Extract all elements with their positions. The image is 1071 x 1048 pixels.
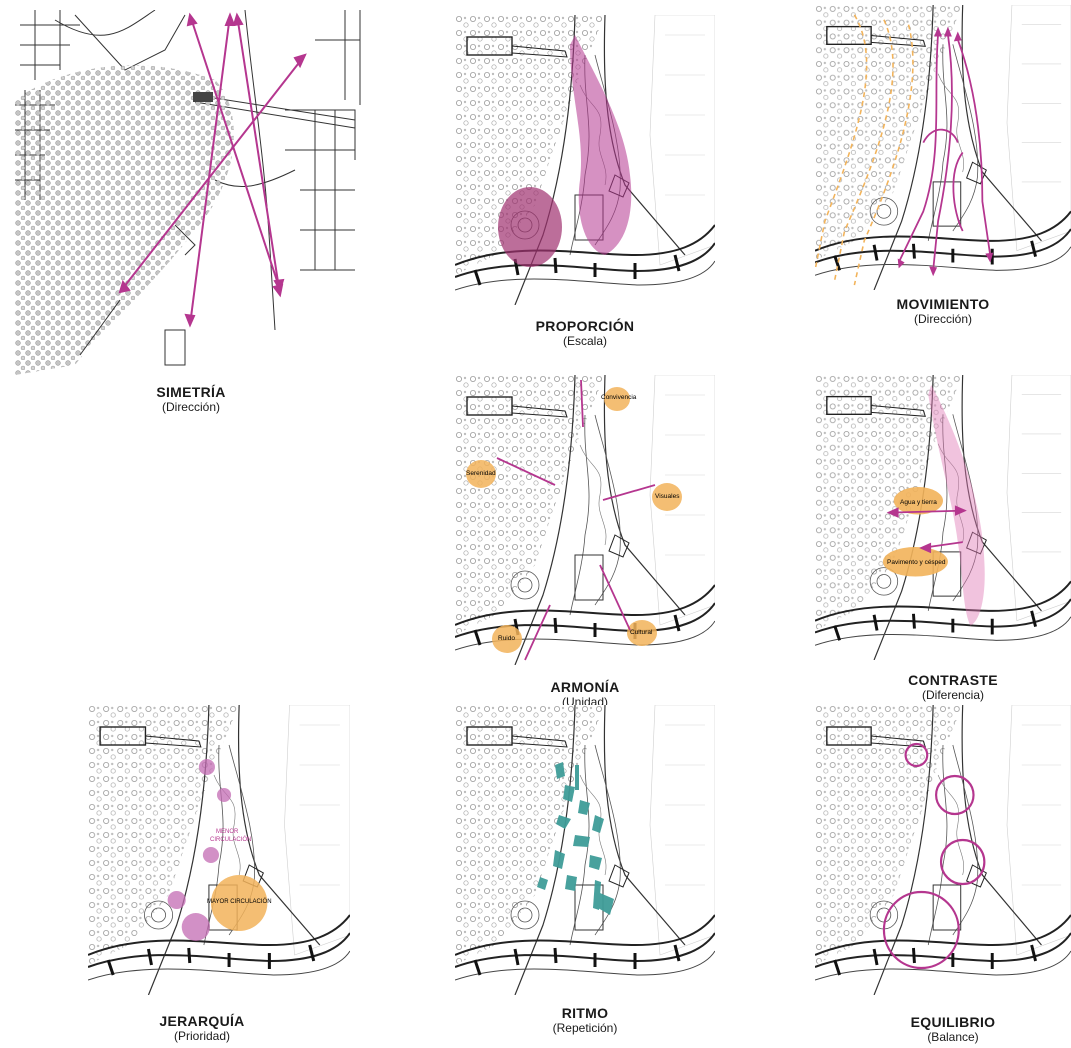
title-jerarquia: JERARQUÍA: [159, 1013, 245, 1029]
label-mayor-circulacion: MAYOR CIRCULACIÓN: [207, 899, 272, 905]
label-agua-y-tierra: Agua y tierra: [900, 499, 937, 506]
title-armonia: ARMONÍA: [550, 679, 620, 695]
subtitle-simetria: (Dirección): [161, 400, 220, 414]
subtitle-jerarquia: (Prioridad): [173, 1029, 230, 1043]
label-serenidad: Serenidad: [466, 470, 496, 477]
label-pavimento-y-cesped: Pavimento y césped: [887, 559, 946, 566]
map-contraste: Agua y tierra Pavimento y césped: [815, 375, 1071, 660]
map-simetria: [15, 10, 367, 375]
subtitle-contraste: (Diferencia): [921, 688, 984, 702]
map-movimiento: [815, 5, 1071, 290]
label-menor: MENOR: [216, 829, 239, 835]
subtitle-equilibrio: (Balance): [927, 1030, 979, 1044]
title-proporcion: PROPORCIÓN: [535, 318, 635, 334]
label-ruido: Ruido: [498, 635, 515, 642]
map-jerarquia: MENOR CIRCULACIÓN MAYOR CIRCULACIÓN: [88, 705, 350, 995]
label-circulacion: CIRCULACIÓN: [210, 837, 252, 843]
subtitle-movimiento: (Dirección): [913, 312, 972, 326]
map-ritmo: [455, 705, 715, 995]
title-simetria: SIMETRÍA: [156, 384, 226, 400]
map-proporcion: [455, 15, 715, 305]
label-cultural: Cultural: [630, 629, 653, 636]
map-equilibrio: [815, 705, 1071, 995]
title-contraste: CONTRASTE: [908, 672, 998, 688]
subtitle-ritmo: (Repetición): [552, 1021, 618, 1035]
title-ritmo: RITMO: [561, 1005, 609, 1021]
title-movimiento: MOVIMIENTO: [896, 296, 990, 312]
label-visuales: Visuales: [655, 493, 680, 500]
title-equilibrio: EQUILIBRIO: [910, 1014, 996, 1030]
label-convivencia: Convivencia: [601, 394, 637, 401]
map-armonia: Convivencia Serenidad Visuales Ruido Cul…: [455, 375, 715, 665]
subtitle-proporcion: (Escala): [562, 334, 607, 348]
